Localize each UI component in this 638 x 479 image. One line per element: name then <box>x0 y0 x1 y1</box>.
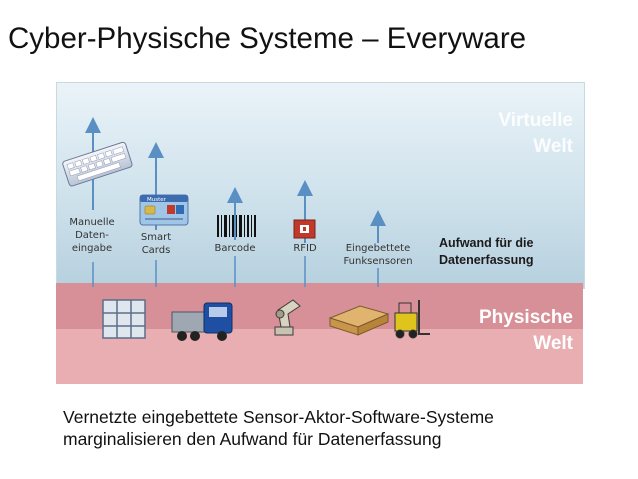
page-title: Cyber-Physische Systeme – Everyware <box>8 22 527 55</box>
effort-label-line1: Aufwand für die <box>439 236 534 250</box>
tech-label-rfid-line1: RFID <box>293 243 317 254</box>
physical-world-label: Physische Welt <box>479 305 573 357</box>
pallet-icon <box>328 305 390 336</box>
footer-line2: marginalisieren den Aufwand für Datenerf… <box>63 429 442 449</box>
tech-label-manual: Manuelle Daten- eingabe <box>63 216 121 255</box>
shelf-icon <box>102 299 146 339</box>
footer-line1: Vernetzte eingebettete Sensor-Aktor-Soft… <box>63 407 494 427</box>
rfid-chip-icon <box>293 219 316 239</box>
virtual-world-label: Virtuelle Welt <box>498 108 573 160</box>
robot-arm-icon <box>274 299 301 336</box>
forklift-icon <box>394 300 430 339</box>
tech-label-sensors-line2: Funksensoren <box>343 256 413 267</box>
smart-card-icon: Muster <box>139 194 189 226</box>
tech-label-manual-line2: Daten- <box>75 230 109 241</box>
tech-label-barcode: Barcode <box>210 242 260 255</box>
effort-label: Aufwand für die Datenerfassung <box>439 235 533 269</box>
tech-label-sensors: Eingebettete Funksensoren <box>340 242 416 268</box>
physical-world-label-line1: Physische <box>479 307 573 328</box>
virtual-world-band <box>56 82 585 289</box>
keyboard-icon <box>62 141 133 187</box>
virtual-world-label-line2: Welt <box>533 136 573 157</box>
tech-label-sensors-line1: Eingebettete <box>345 243 411 254</box>
tech-label-smartcards-line2: Cards <box>141 245 171 256</box>
tech-label-smartcards-line1: Smart <box>140 232 172 243</box>
tech-label-manual-line1: Manuelle <box>69 217 115 228</box>
barcode-icon <box>217 215 256 237</box>
tech-label-smartcards: Smart Cards <box>137 231 175 257</box>
physical-world-label-line2: Welt <box>533 333 573 354</box>
effort-label-line2: Datenerfassung <box>439 253 534 267</box>
truck-icon <box>171 302 233 341</box>
tech-label-barcode-line1: Barcode <box>214 243 256 254</box>
tech-label-manual-line3: eingabe <box>71 243 113 254</box>
smart-card-text: Muster <box>147 197 167 203</box>
virtual-world-label-line1: Virtuelle <box>498 110 573 131</box>
tech-label-rfid: RFID <box>290 242 320 255</box>
footer-statement: Vernetzte eingebettete Sensor-Aktor-Soft… <box>63 406 494 450</box>
